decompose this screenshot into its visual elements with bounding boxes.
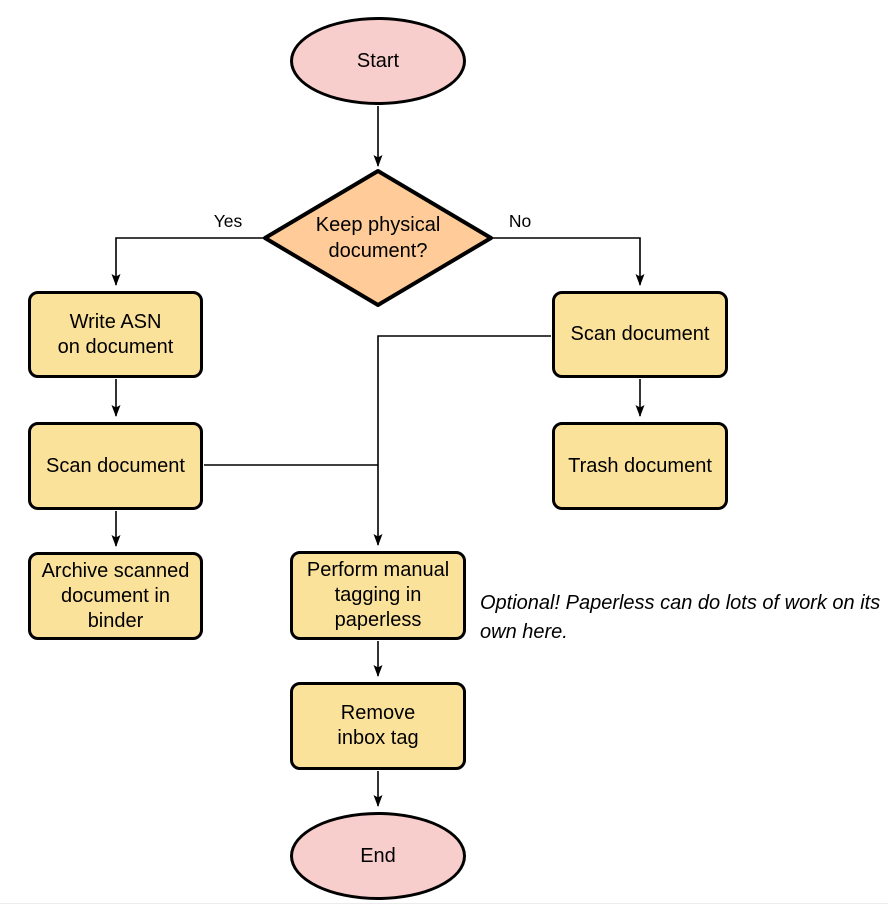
- annotation-optional-note: Optional! Paperless can do lots of work …: [480, 592, 881, 643]
- node-end: End: [290, 812, 466, 900]
- decision-diamond-shape: [263, 169, 493, 307]
- node-write-asn: Write ASN on document: [28, 291, 203, 378]
- node-manual-tagging: Perform manual tagging in paperless: [290, 551, 466, 640]
- node-line: Trash document: [568, 454, 712, 477]
- node-line: Scan document: [46, 454, 185, 477]
- node-line: Perform manual: [306, 559, 450, 581]
- node-line: document in: [61, 584, 170, 607]
- edge-scan-right-to-manual-tagging: [373, 335, 551, 546]
- node-scan-document-left: Scan document: [28, 422, 203, 510]
- node-decision-keep-physical: Keep physical document?: [278, 210, 478, 266]
- node-line: inbox tag: [337, 727, 419, 749]
- node-remove-inbox-tag: Remove inbox tag: [290, 682, 466, 770]
- edge-label-no: No: [508, 211, 532, 231]
- node-end-label: End: [360, 844, 396, 867]
- decision-line: Keep physical: [315, 214, 441, 236]
- node-line: Remove: [340, 702, 416, 724]
- edge-decision-yes-to-write-asn: [111, 237, 265, 286]
- node-archive-binder: Archive scanned document in binder: [28, 552, 203, 640]
- page-bottom-divider: [0, 903, 888, 904]
- node-trash-document: Trash document: [552, 422, 728, 510]
- edge-decision-no-to-scan-right: [491, 237, 645, 286]
- node-line: paperless: [334, 609, 422, 631]
- node-line: Scan document: [570, 323, 710, 345]
- node-line: on document: [57, 335, 174, 358]
- node-start: Start: [290, 17, 466, 105]
- node-line: tagging in: [334, 584, 422, 606]
- decision-line: document?: [328, 240, 428, 262]
- node-start-label: Start: [356, 49, 400, 72]
- node-line: Archive scanned: [41, 559, 190, 582]
- node-line: binder: [87, 609, 144, 632]
- node-scan-document-right: Scan document: [552, 291, 728, 378]
- edge-label-yes: Yes: [213, 211, 243, 231]
- node-line: Write ASN: [69, 310, 162, 333]
